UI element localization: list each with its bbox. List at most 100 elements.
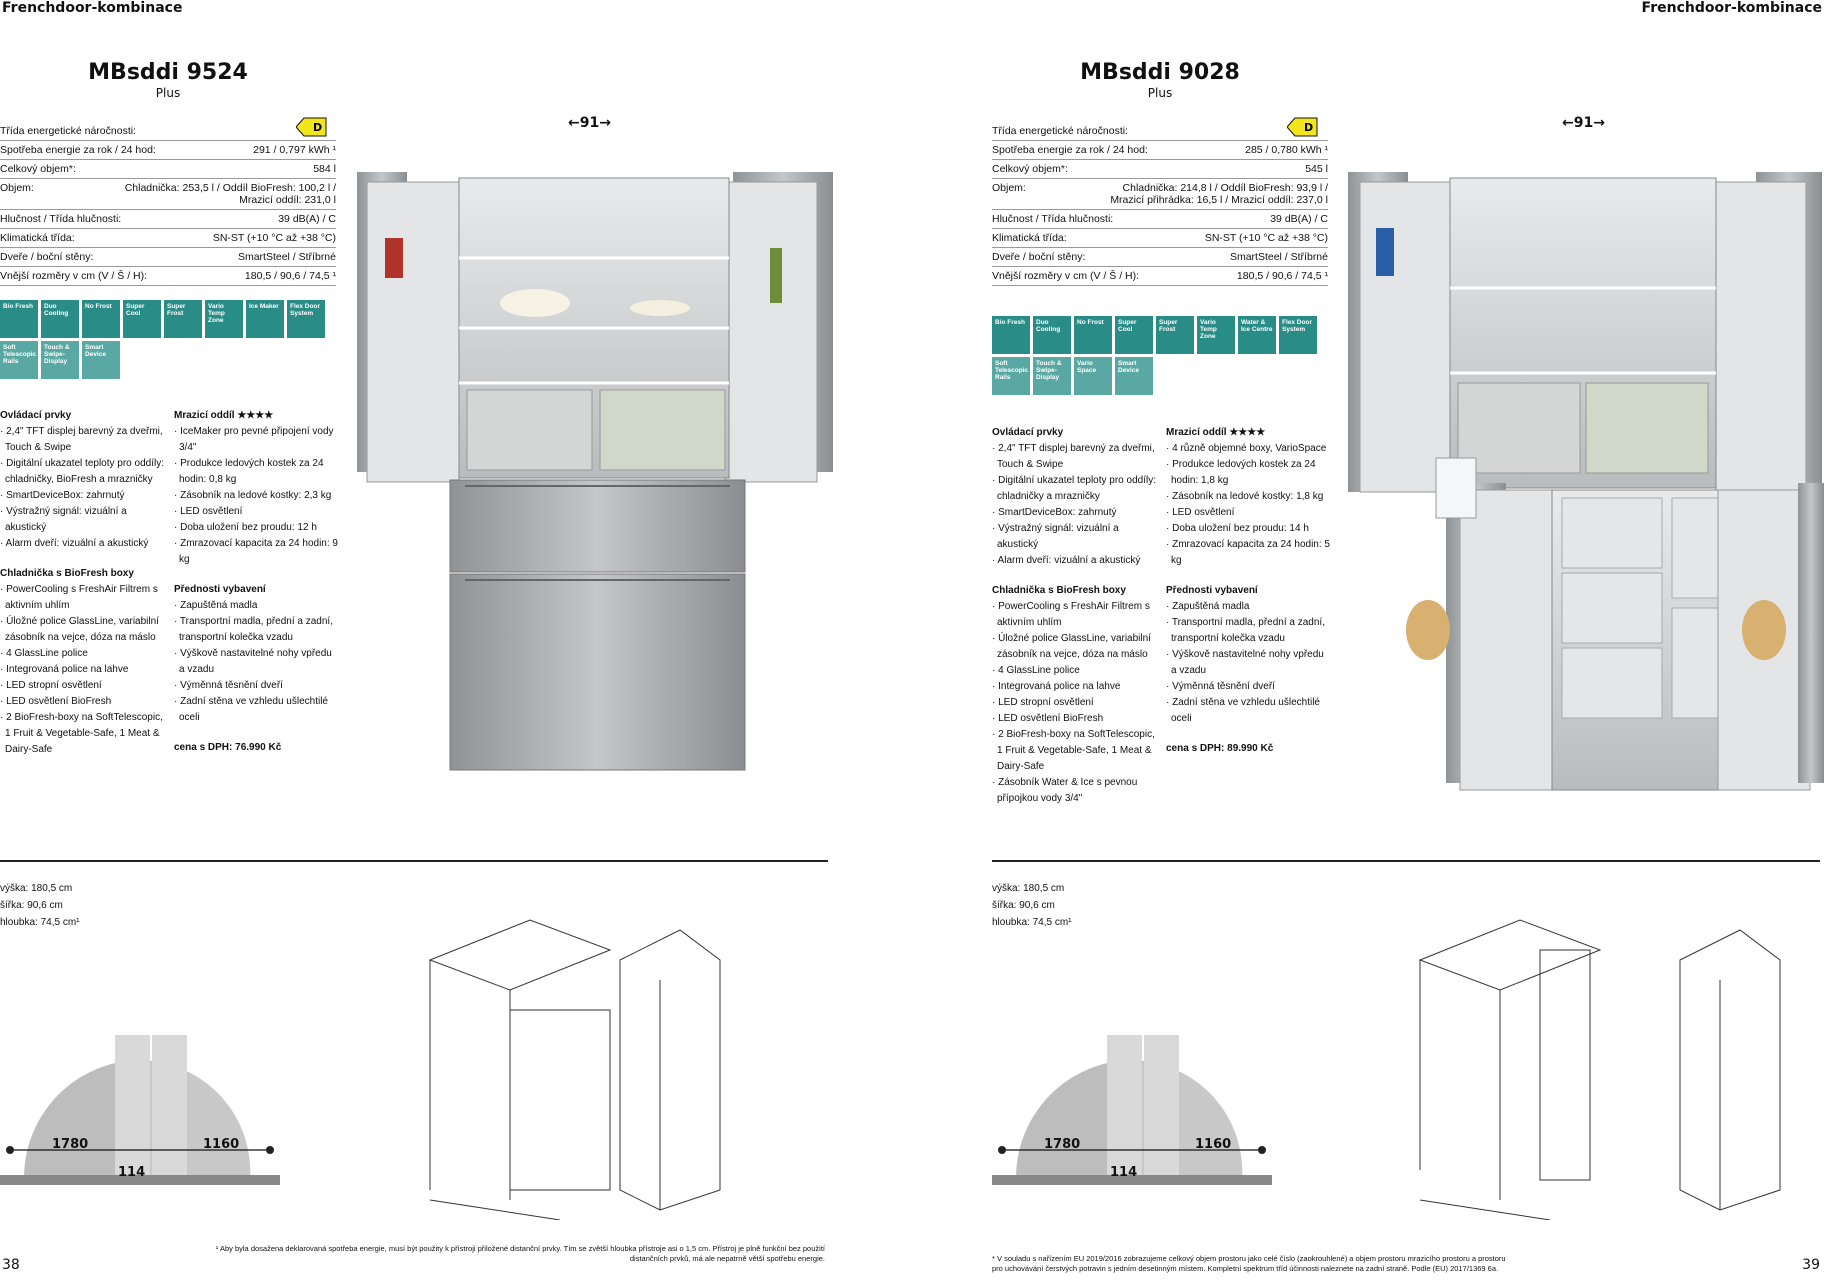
spec-value: SN-ST (+10 °C až +38 °C) [212, 232, 336, 244]
list-item: · Výstražný signál: vizuální a akustický [992, 523, 1119, 550]
list-item: · LED osvětlení [174, 506, 243, 517]
right-fridge-list: · PowerCooling s FreshAir Filtrem s akti… [992, 599, 1157, 807]
list-item: · Produkce ledových kostek za 24 hodin: … [174, 458, 324, 485]
left-dim-depth: hloubka: 74,5 cm¹ [0, 917, 80, 928]
spec-value: 545 l [1305, 163, 1328, 175]
list-item: · 4 GlassLine police [992, 665, 1080, 676]
right-dim-width: šířka: 90,6 cm [992, 900, 1055, 911]
feature-badge: Vario Temp Zone [1197, 316, 1235, 354]
list-item: · LED stropní osvětlení [992, 697, 1094, 708]
spec-label: Spotřeba energie za rok / 24 hod: [0, 144, 156, 156]
spec-label: Hlučnost / Třída hlučnosti: [992, 213, 1114, 225]
feature-badge: Touch & Swipe-Display [1033, 357, 1071, 395]
left-clearance-right: 1160 [203, 1137, 240, 1152]
feature-badge: Ice Maker [246, 300, 284, 338]
left-clearance-left: 1780 [52, 1137, 89, 1152]
list-item: · Digitální ukazatel teploty pro oddíly:… [992, 475, 1156, 502]
feature-badge: Vario Space [1074, 357, 1112, 395]
list-item: · Výměnná těsnění dveří [1166, 681, 1275, 692]
right-technical-drawing [1418, 919, 1781, 1220]
list-item: · PowerCooling s FreshAir Filtrem s akti… [992, 601, 1150, 628]
feature-badge: No Frost [1074, 316, 1112, 354]
right-col-2: Mrazicí oddíl ★★★★ · 4 různě objemné box… [1166, 425, 1331, 757]
right-dim-depth: hloubka: 74,5 cm¹ [992, 917, 1072, 928]
spec-value: 291 / 0,797 kWh ¹ [253, 144, 336, 156]
list-item: · Doba uložení bez proudu: 14 h [1166, 523, 1309, 534]
spec-label: Vnější rozměry v cm (V / Š / H): [0, 270, 148, 282]
list-item: · Transportní madla, přední a zadní, tra… [1166, 617, 1325, 644]
feature-badge: Touch & Swipe-Display [41, 341, 79, 379]
right-footnote: * V souladu s nařízením EU 2019/2016 zob… [992, 1254, 1506, 1273]
feature-badge: Flex Door System [287, 300, 325, 338]
list-item: · Výškově nastavitelné nohy vpředu a vza… [1166, 649, 1324, 676]
right-header: Frenchdoor-kombinace [1641, 0, 1822, 16]
right-clearance-left: 1780 [1044, 1137, 1081, 1152]
spec-row: Dveře / boční stěny:SmartSteel / Stříbrn… [992, 248, 1328, 267]
list-item: · PowerCooling s FreshAir Filtrem s akti… [0, 584, 158, 611]
feature-badge: Flex Door System [1279, 316, 1317, 354]
spec-value: 39 dB(A) / C [278, 213, 336, 225]
list-item: · SmartDeviceBox: zahrnutý [992, 507, 1117, 518]
left-technical-drawing [428, 919, 721, 1220]
right-model-title: MBsddi 9028 [1080, 60, 1240, 85]
right-divider [992, 860, 1820, 862]
right-clearance-right: 1160 [1195, 1137, 1232, 1152]
right-features-list: · Zapuštěná madla · Transportní madla, př… [1166, 599, 1331, 727]
list-item: · LED stropní osvětlení [0, 680, 102, 691]
spec-row: Spotřeba energie za rok / 24 hod:285 / 0… [992, 141, 1328, 160]
spec-label: Vnější rozměry v cm (V / Š / H): [992, 270, 1140, 282]
right-fridge-image [1348, 172, 1824, 791]
list-item: · 4 GlassLine police [0, 648, 88, 659]
list-item: · Alarm dveří: vizuální a akustický [992, 555, 1141, 566]
list-item: · Zapuštěná madla [1166, 601, 1250, 612]
left-footnote: ¹ Aby byla dosažena deklarovaná spotřeba… [215, 1244, 825, 1263]
list-item: · Integrovaná police na lahve [992, 681, 1121, 692]
list-item: · 2,4" TFT displej barevný za dveřmi, To… [992, 443, 1155, 470]
right-freezer-list: · 4 různě objemné boxy, VarioSpace· Prod… [1166, 441, 1331, 569]
left-freezer-list: · IceMaker pro pevné připojení vody 3/4"… [174, 424, 339, 568]
spec-row: Klimatická třída: SN-ST (+10 °C až +38 °C… [0, 229, 336, 248]
spec-row: Spotřeba energie za rok / 24 hod: 291 / 0… [0, 141, 336, 160]
right-price: cena s DPH: 89.990 Kč [1166, 743, 1274, 754]
left-energy-label-icon: D [296, 117, 327, 137]
right-controls-list: · 2,4" TFT displej barevný za dveřmi, To… [992, 441, 1157, 569]
spec-label: Objem: [992, 182, 1026, 194]
spec-label: Klimatická třída: [0, 232, 75, 244]
list-item: · 4 různě objemné boxy, VarioSpace [1166, 443, 1327, 454]
list-item: · Zmrazovací kapacita za 24 hodin: 5 kg [1166, 539, 1330, 566]
list-item: · Výměnná těsnění dveří [174, 680, 283, 691]
spec-row: Celkový objem*:584 l [0, 160, 336, 179]
spec-label: Hlučnost / Třída hlučnosti: [0, 213, 122, 225]
list-item: · 2,4" TFT displej barevný za dveřmi, To… [0, 426, 163, 453]
left-fridge-list: · PowerCooling s FreshAir Filtrem s akti… [0, 582, 165, 758]
left-model-title: MBsddi 9524 [88, 60, 248, 85]
spec-row: Třída energetické náročnosti: [0, 122, 336, 141]
list-item: · 2 BioFresh-boxy na SoftTelescopic, 1 F… [992, 729, 1155, 772]
left-freezer-title: Mrazicí oddíl ★★★★ [174, 410, 274, 421]
spec-label: Dveře / boční stěny: [992, 251, 1086, 263]
spec-label: Celkový objem*: [992, 163, 1068, 175]
spec-label: Celkový objem*: [0, 163, 76, 175]
list-item: · LED osvětlení [1166, 507, 1235, 518]
right-col-1: Ovládací prvky · 2,4" TFT displej barevn… [992, 425, 1157, 821]
list-item: · 2 BioFresh-boxy na SoftTelescopic, 1 F… [0, 712, 163, 755]
right-door-clearance-diagram [992, 1035, 1272, 1185]
list-item: · Úložné police GlassLine, variabilní zá… [992, 633, 1151, 660]
feature-badge: Smart Device [82, 341, 120, 379]
list-item: · Zmrazovací kapacita za 24 hodin: 9 kg [174, 538, 338, 565]
left-model-line: Plus [155, 86, 181, 100]
spec-value: 285 / 0,780 kWh ¹ [1245, 144, 1328, 156]
right-features-title: Přednosti vybavení [1166, 585, 1258, 596]
spec-row: Objem:Chladnička: 253,5 l / Oddíl BioFre… [0, 179, 336, 210]
left-door-clearance-diagram [0, 1035, 280, 1185]
left-fridge-title: Chladnička s BioFresh boxy [0, 568, 134, 579]
left-fridge-image [357, 172, 833, 771]
left-energy-class: D [313, 121, 322, 134]
list-item: · Zapuštěná madla [174, 600, 258, 611]
spec-row: Celkový objem*: 545 l [992, 160, 1328, 179]
list-item: · Výškově nastavitelné nohy vpředu a vza… [174, 648, 332, 675]
spec-value: 180,5 / 90,6 / 74,5 ¹ [1236, 270, 1328, 282]
feature-badge: Super Cool [1115, 316, 1153, 354]
spec-value: Chladnička: 214,8 l / Oddíl BioFresh: 93… [1110, 182, 1328, 206]
